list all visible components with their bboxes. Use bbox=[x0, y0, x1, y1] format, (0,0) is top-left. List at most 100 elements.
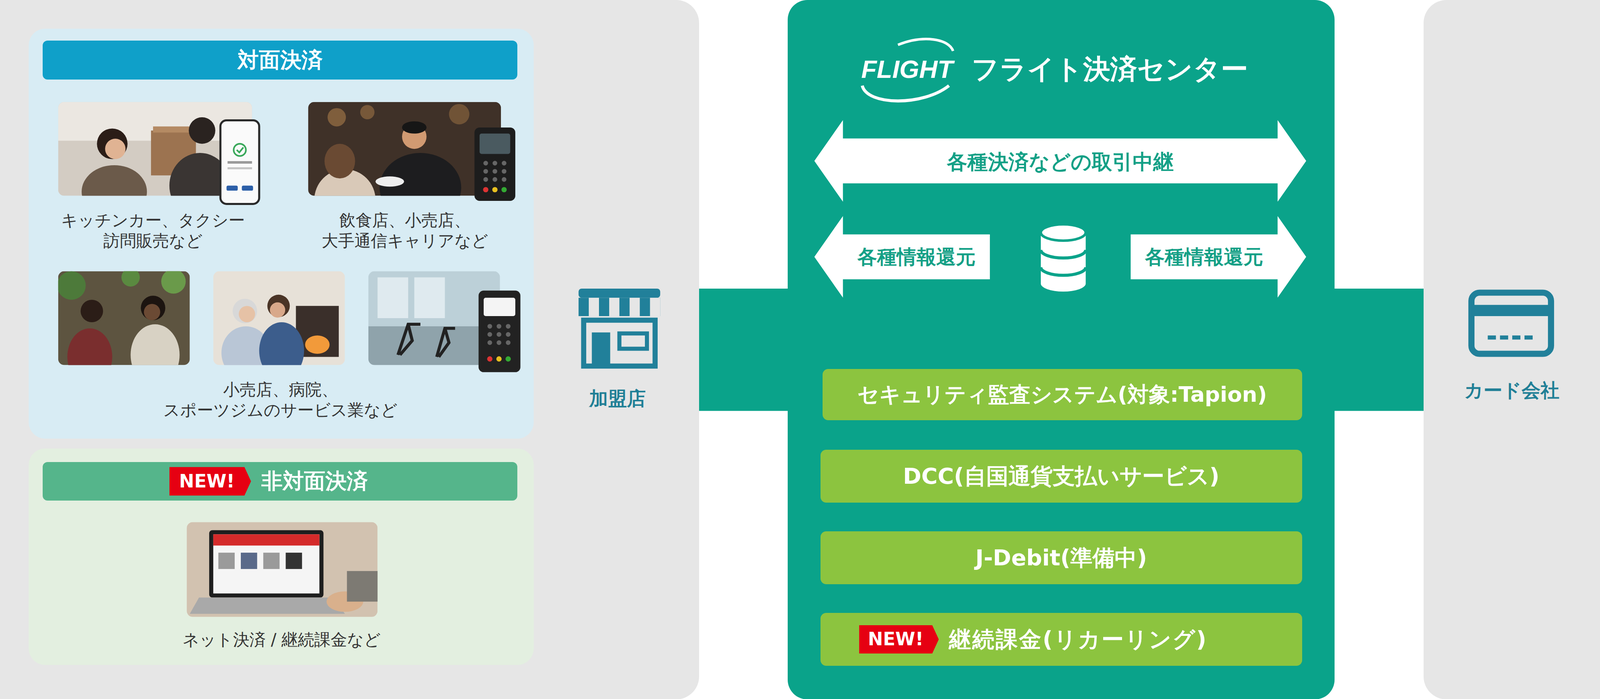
store-icon bbox=[578, 297, 661, 317]
connector-band bbox=[698, 288, 789, 412]
photo-kitchen-car bbox=[96, 128, 128, 160]
card-terminal-icon bbox=[501, 177, 507, 182]
photo-kitchen-car bbox=[169, 153, 231, 196]
left-arrow: 各種情報還元 bbox=[814, 216, 990, 298]
text-holder: 加盟店 bbox=[550, 381, 684, 417]
text-holder: ネット決済 / 継続課金など bbox=[180, 629, 384, 651]
text-holder: FLIGHT bbox=[850, 50, 964, 88]
photo-hospital bbox=[269, 302, 286, 318]
panel-label: 加盟店 bbox=[550, 381, 684, 417]
card-terminal-icon bbox=[492, 187, 498, 193]
card-terminal-icon bbox=[482, 187, 489, 193]
caption: 小売店、病院、 スポーツジムのサービス業など bbox=[161, 379, 400, 421]
store-icon bbox=[578, 288, 661, 367]
logo-text: FLIGHT bbox=[850, 50, 964, 88]
photo-online-shopping bbox=[218, 553, 235, 570]
photo-retail bbox=[161, 271, 186, 295]
photo-hospital bbox=[267, 294, 291, 318]
feature-label: 継続課金(リカーリング) bbox=[944, 613, 1292, 667]
text-holder: 各種決済などの取引中継 bbox=[842, 138, 1278, 186]
photo-retail bbox=[58, 271, 190, 366]
caption: キッチンカー、タクシー 訪問販売など bbox=[59, 210, 247, 252]
feature-box: J-Debit(準備中) bbox=[820, 531, 1303, 585]
card-terminal-icon bbox=[483, 177, 488, 182]
smartphone-icon bbox=[236, 147, 244, 153]
feature-box: DCC(自国通貨支払いサービス) bbox=[820, 450, 1303, 503]
photo-online-shopping bbox=[213, 534, 320, 546]
text-holder: 各種情報還元 bbox=[842, 232, 990, 282]
arrow-label: 各種情報還元 bbox=[1130, 232, 1278, 282]
photo-restaurant bbox=[379, 153, 462, 196]
section-box: 対面決済キッチンカー、タクシー 訪問販売など 飲食店、小売店、 大手通信キャリアな… bbox=[28, 28, 534, 439]
text-holder: 継続課金(リカーリング) bbox=[944, 613, 1292, 667]
store-icon bbox=[649, 297, 661, 317]
card-icon bbox=[1471, 292, 1552, 355]
card-terminal-icon bbox=[483, 169, 488, 174]
smartphone-icon bbox=[220, 120, 260, 204]
photo-retail bbox=[58, 271, 86, 301]
illustration-layer bbox=[57, 38, 1551, 618]
caption: 飲食店、小売店、 大手通信キャリアなど bbox=[319, 210, 491, 252]
card-terminal-icon bbox=[487, 332, 492, 337]
logo-swoosh bbox=[862, 38, 954, 101]
card-terminal-icon bbox=[496, 356, 502, 362]
text-holder: 飲食店、小売店、 大手通信キャリアなど bbox=[319, 210, 491, 252]
double-arrow: 各種決済などの取引中継 bbox=[814, 120, 1307, 202]
photo-hospital bbox=[213, 271, 346, 366]
text-holder: NEW! bbox=[169, 467, 252, 496]
feature-label: J-Debit(準備中) bbox=[820, 531, 1303, 585]
database-icon bbox=[1040, 267, 1086, 276]
photo-online-shopping bbox=[347, 571, 378, 603]
center-title: フライト決済センター bbox=[967, 48, 1284, 90]
photo-retail bbox=[144, 304, 161, 321]
photo-gym bbox=[414, 277, 446, 319]
photo-gym bbox=[368, 271, 501, 366]
photo-gym bbox=[436, 328, 456, 358]
photo-retail bbox=[58, 271, 190, 366]
photo-restaurant bbox=[324, 144, 356, 179]
new-tag: NEW! bbox=[859, 625, 939, 655]
logo-swoosh bbox=[898, 38, 954, 51]
text-holder: セキュリティ監査システム(対象:Tapion) bbox=[822, 369, 1303, 421]
photo-kitchen-car bbox=[58, 102, 253, 197]
photo-retail bbox=[140, 295, 166, 321]
store-icon bbox=[583, 320, 656, 367]
card-terminal-icon bbox=[501, 169, 507, 174]
section-heading: 非対面決済 bbox=[257, 462, 482, 502]
photo-restaurant bbox=[314, 169, 376, 197]
smartphone-icon bbox=[241, 185, 253, 191]
card-icon bbox=[1471, 305, 1552, 317]
store-icon bbox=[588, 297, 599, 317]
card-terminal-icon bbox=[474, 127, 516, 202]
card-terminal-icon bbox=[483, 160, 488, 166]
right-arrow: 各種情報還元 bbox=[1130, 216, 1307, 298]
card-terminal-icon bbox=[492, 169, 498, 174]
card-terminal-icon bbox=[496, 332, 502, 337]
section-box: NEW!非対面決済ネット決済 / 継続課金など bbox=[28, 448, 534, 666]
photo-gym bbox=[377, 277, 409, 319]
photo-hospital bbox=[221, 326, 271, 366]
text-holder: NEW! bbox=[859, 625, 939, 655]
card-terminal-icon bbox=[496, 324, 502, 329]
smartphone-icon bbox=[226, 185, 238, 191]
card-terminal-icon bbox=[486, 356, 493, 362]
photo-hospital bbox=[295, 306, 339, 357]
logo-swoosh bbox=[862, 85, 949, 101]
arrow-label: 各種情報還元 bbox=[842, 232, 990, 282]
section-heading: 対面決済 bbox=[42, 40, 518, 80]
card-terminal-icon bbox=[487, 340, 492, 346]
database-icon bbox=[1040, 232, 1086, 292]
text-holder: J-Debit(準備中) bbox=[820, 531, 1303, 585]
photo-kitchen-car bbox=[153, 126, 194, 133]
photo-restaurant bbox=[308, 102, 501, 197]
text-holder: フライト決済センター bbox=[967, 48, 1284, 90]
database-icon bbox=[1040, 249, 1086, 259]
arrow-label: 各種決済などの取引中継 bbox=[842, 138, 1278, 186]
card-company-panel: カード会社 bbox=[1423, 0, 1600, 699]
center-panel: FLIGHTフライト決済センター各種決済などの取引中継各種情報還元各種情報還元セ… bbox=[787, 0, 1335, 699]
photo-online-shopping bbox=[326, 592, 364, 613]
text-holder: 各種情報還元 bbox=[1130, 232, 1278, 282]
card-terminal-icon bbox=[505, 356, 511, 362]
store-icon bbox=[619, 333, 647, 349]
